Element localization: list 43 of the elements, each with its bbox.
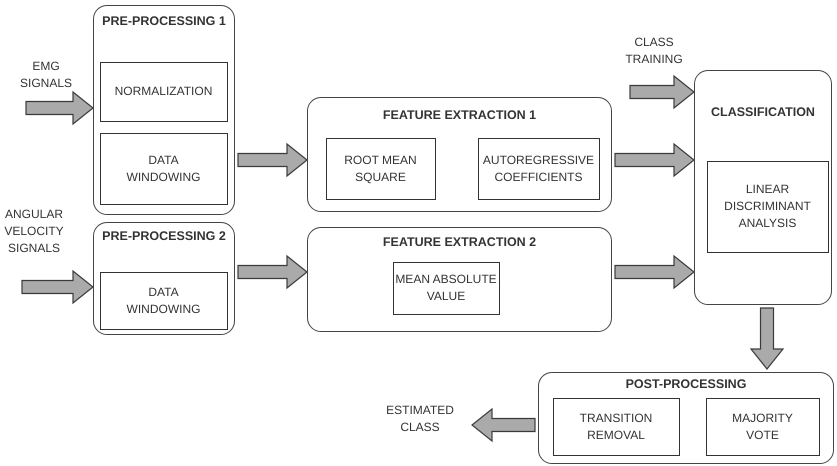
box-label: DATA WINDOWING <box>126 284 202 318</box>
process-box <box>478 138 600 200</box>
box-label: DATA WINDOWING <box>126 152 202 186</box>
block-arrow <box>629 74 695 110</box>
signal-label: CLASS TRAINING <box>624 34 684 86</box>
process-group <box>307 227 612 332</box>
process-box <box>100 62 228 122</box>
box-label: ROOT MEAN SQUARE <box>343 152 418 186</box>
group-title: PRE-PROCESSING 2 <box>101 229 227 243</box>
block-arrow <box>614 142 695 178</box>
box-label: MAJORITY VOTE <box>731 410 794 444</box>
block-arrow <box>614 254 695 290</box>
block-arrow <box>237 142 308 178</box>
process-box <box>100 132 228 204</box>
box-label: TRANSITION REMOVAL <box>578 410 654 444</box>
process-group <box>307 97 612 212</box>
group-title: FEATURE EXTRACTION 1 <box>382 108 538 122</box>
process-box <box>706 398 820 456</box>
block-arrow <box>750 307 784 370</box>
block-arrow <box>471 408 536 442</box>
block-arrow <box>25 90 94 126</box>
process-group <box>538 372 834 464</box>
process-box <box>100 272 228 330</box>
process-box <box>552 398 680 456</box>
signal-label: EMG SIGNALS <box>16 58 80 102</box>
box-label: LINEAR DISCRIMINANT ANALYSIS <box>723 181 812 232</box>
process-group <box>93 222 235 335</box>
process-group <box>93 5 235 215</box>
process-box <box>392 262 500 314</box>
box-label: NORMALIZATION <box>114 83 212 100</box>
block-arrow <box>237 254 308 290</box>
box-label: AUTOREGRESSIVE COEFFICIENTS <box>482 152 596 186</box>
process-box <box>326 138 436 200</box>
block-arrow <box>21 270 94 304</box>
group-title: POST-PROCESSING <box>624 377 748 391</box>
signal-label: ANGULAR VELOCITY SIGNALS <box>2 206 66 281</box>
group-title: PRE-PROCESSING 1 <box>101 14 227 28</box>
box-label: MEAN ABSOLUTE VALUE <box>395 271 497 305</box>
signal-label: ESTIMATED CLASS <box>382 402 472 442</box>
group-title: FEATURE EXTRACTION 2 <box>382 235 538 249</box>
process-group <box>694 70 832 305</box>
group-title: CLASSIFICATION <box>710 105 816 119</box>
process-box <box>706 160 828 252</box>
